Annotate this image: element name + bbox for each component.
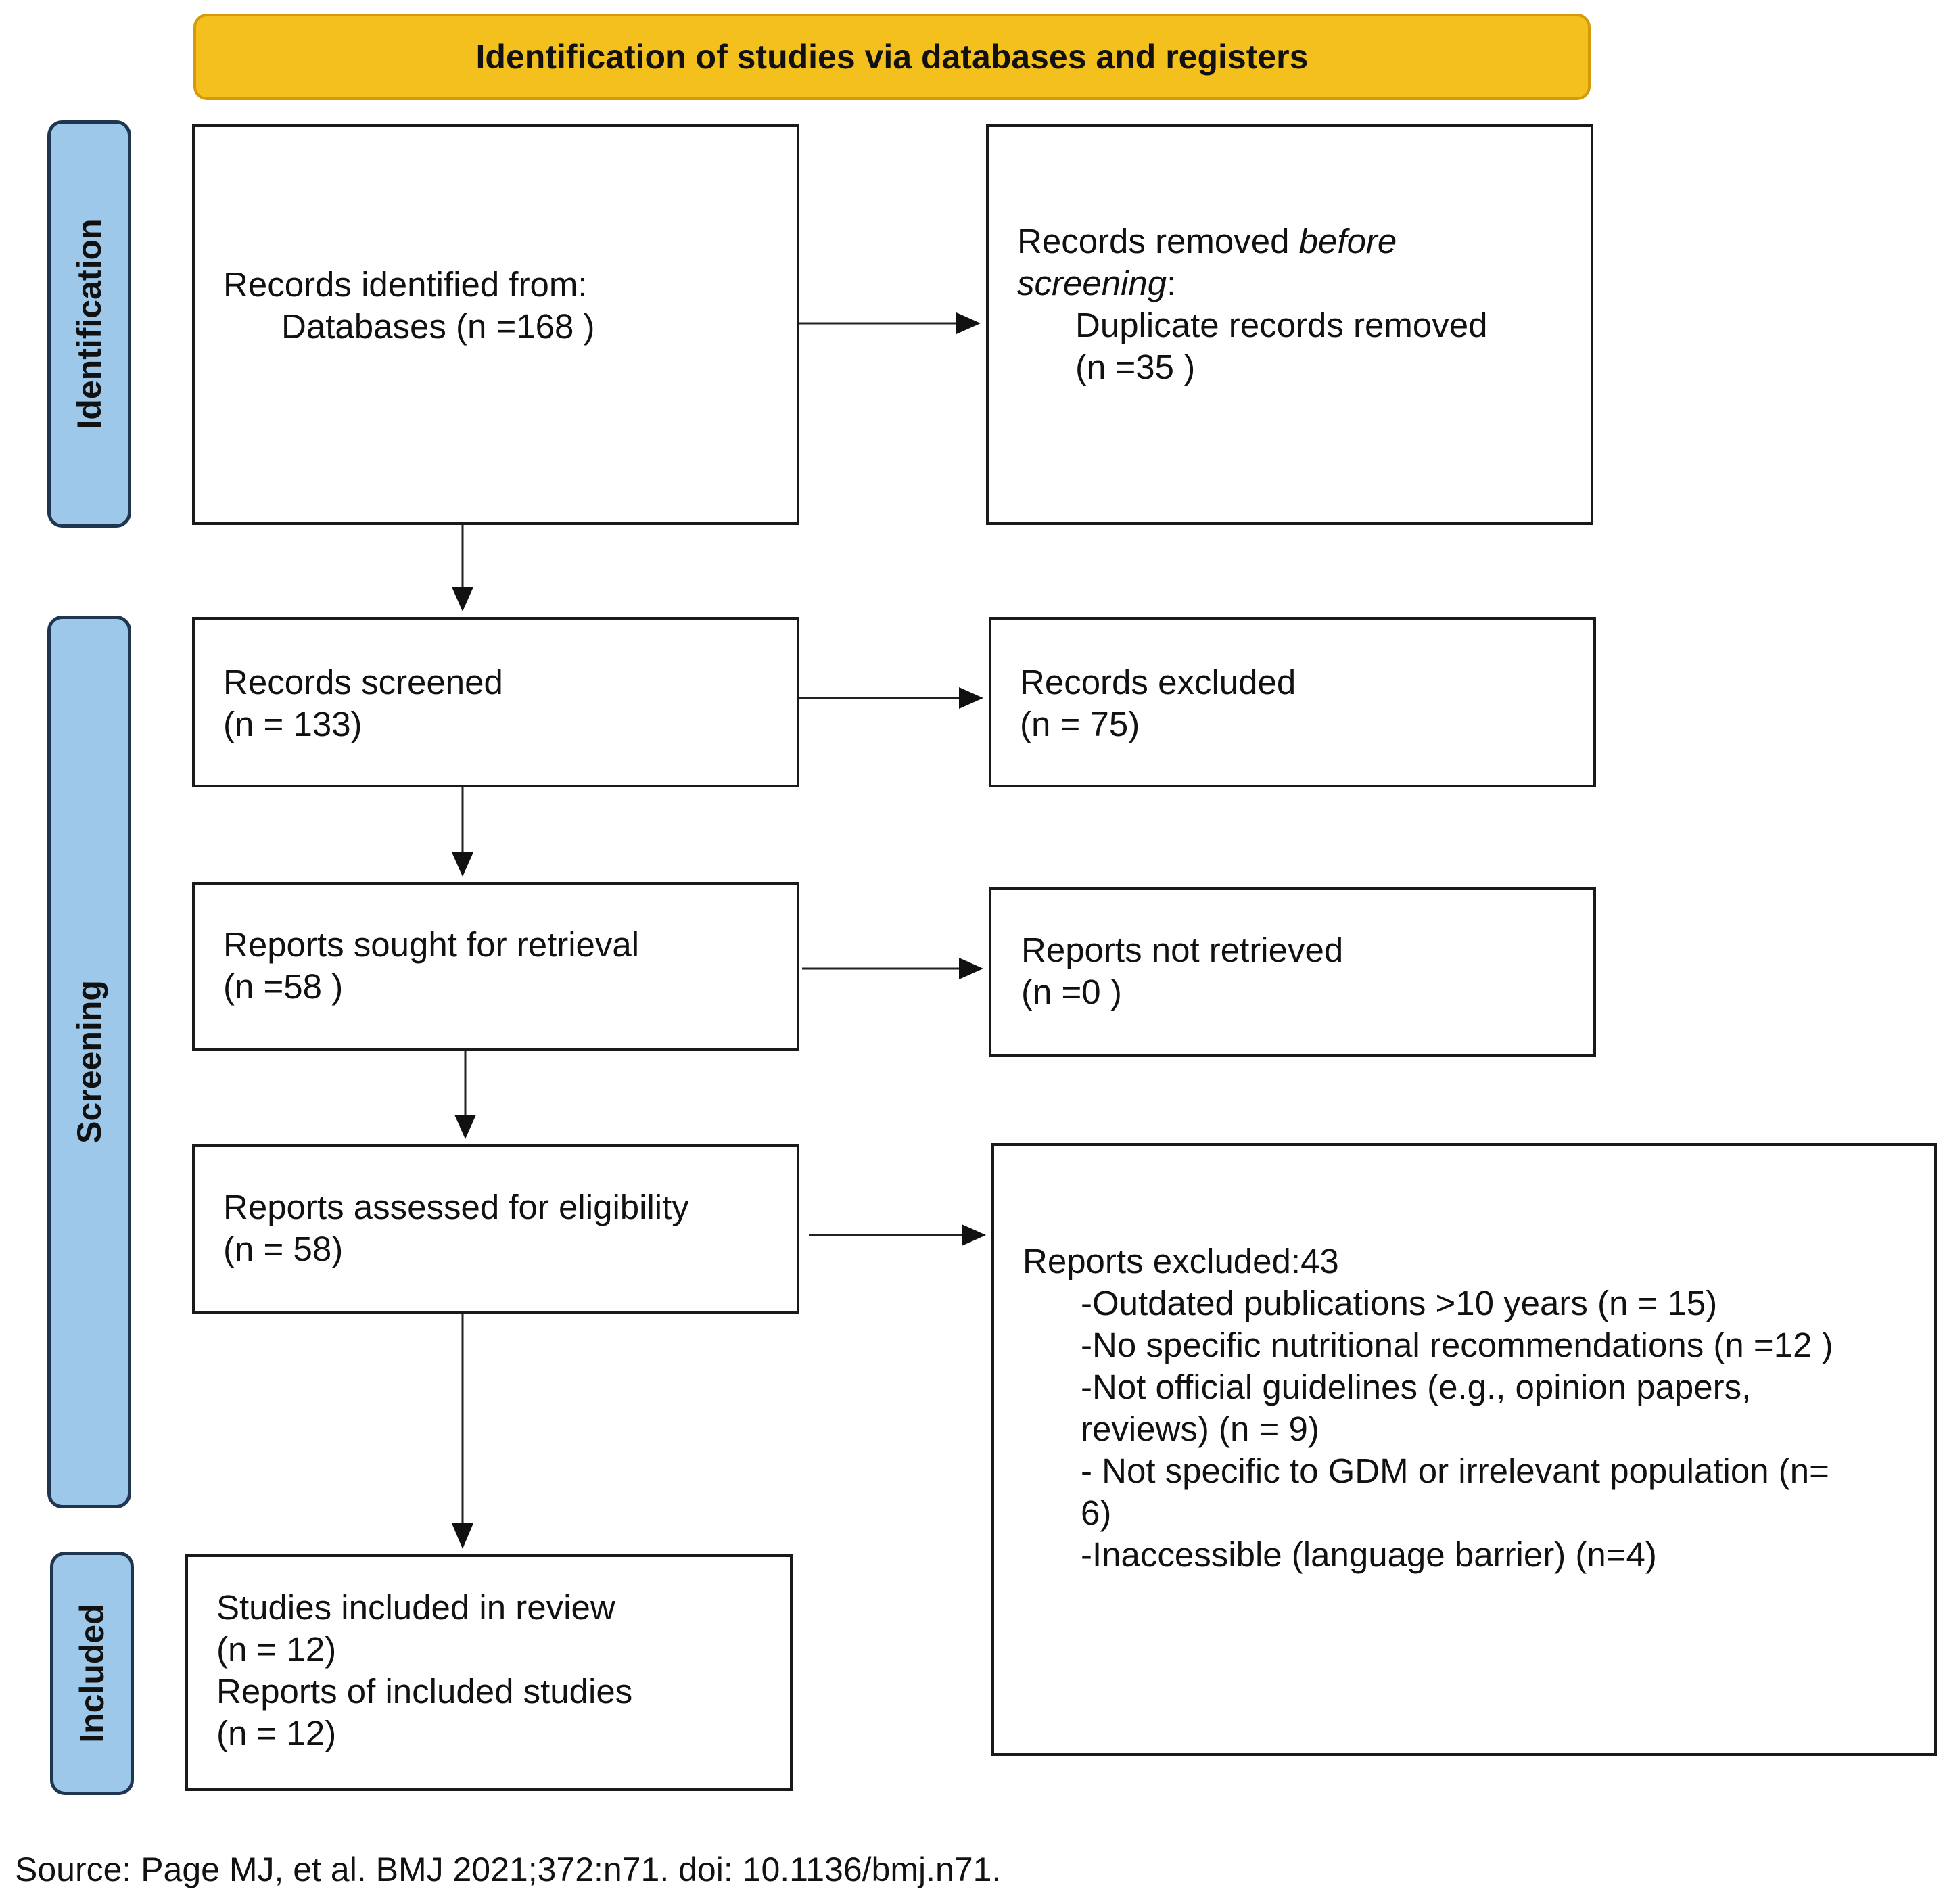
records-removed-box <box>986 124 1593 525</box>
records-excluded-label: Records excluded <box>1020 663 1296 701</box>
records-screened-label: Records screened <box>223 663 503 701</box>
reason-item: -No specific nutritional recommendations… <box>1081 1326 1833 1364</box>
records-screened-box <box>192 617 799 787</box>
reports-excluded-text: Reports excluded:43 -Outdated publicatio… <box>1023 1240 1833 1576</box>
records-identified-line2: Databases (n =168 ) <box>281 307 595 346</box>
records-identified-text: Records identified from: Databases (n =1… <box>223 264 595 348</box>
records-identified-line1: Records identified from: <box>223 265 588 304</box>
phase-identification: Identification <box>47 120 131 528</box>
studies-included-label: Studies included in review <box>216 1588 615 1627</box>
records-identified-box <box>192 124 799 525</box>
arrow-screened-to-excluded <box>799 687 983 709</box>
phase-screening: Screening <box>47 616 131 1508</box>
records-removed-line3: Duplicate records removed <box>1075 306 1488 344</box>
records-removed-prefix: Records removed <box>1017 222 1299 260</box>
reports-excluded-box <box>991 1143 1937 1756</box>
reports-included-count: (n = 12) <box>216 1714 337 1752</box>
arrow-identified-to-screened <box>452 525 473 611</box>
reports-assessed-count: (n = 58) <box>223 1230 344 1268</box>
reports-not-retrieved-box <box>989 887 1596 1057</box>
records-removed-text: Records removed before screening: Duplic… <box>1017 220 1487 388</box>
reports-assessed-box <box>192 1144 799 1314</box>
reports-sought-count: (n =58 ) <box>223 967 344 1006</box>
records-removed-line4: (n =35 ) <box>1075 348 1196 386</box>
reason-item: - Not specific to GDM or irrelevant popu… <box>1081 1452 1829 1490</box>
reports-not-retrieved-count: (n =0 ) <box>1021 973 1122 1011</box>
records-removed-line1: Records removed before <box>1017 220 1487 262</box>
reports-included-label: Reports of included studies <box>216 1672 633 1711</box>
arrow-identified-to-removed <box>799 312 981 334</box>
studies-included-text: Studies included in review (n = 12) Repo… <box>216 1587 632 1755</box>
reports-assessed-text: Reports assessed for eligibility (n = 58… <box>223 1186 689 1270</box>
reason-item: -Inaccessible (language barrier) (n=4) <box>1081 1535 1657 1574</box>
reports-assessed-label: Reports assessed for eligibility <box>223 1188 689 1226</box>
header-title: Identification of studies via databases … <box>475 38 1309 76</box>
records-screened-count: (n = 133) <box>223 705 362 743</box>
source-citation: Source: Page MJ, et al. BMJ 2021;372:n71… <box>15 1851 1002 1888</box>
phase-included: Included <box>50 1552 134 1795</box>
records-excluded-box <box>989 617 1596 787</box>
records-screened-text: Records screened (n = 133) <box>223 661 503 745</box>
reason-item: -Not official guidelines (e.g., opinion … <box>1081 1368 1752 1406</box>
reports-sought-text: Reports sought for retrieval (n =58 ) <box>223 924 639 1008</box>
records-excluded-count: (n = 75) <box>1020 705 1140 743</box>
arrow-sought-to-assessed <box>454 1051 476 1139</box>
records-removed-line2: screening: <box>1017 262 1487 304</box>
reason-item: 6) <box>1081 1493 1112 1532</box>
arrow-assessed-to-included <box>452 1314 473 1549</box>
studies-included-count: (n = 12) <box>216 1630 337 1669</box>
reason-item: reviews) (n = 9) <box>1081 1410 1319 1448</box>
reports-excluded-title: Reports excluded:43 <box>1023 1242 1339 1280</box>
reason-item: -Outdated publications >10 years (n = 15… <box>1081 1284 1718 1322</box>
records-removed-screening: screening <box>1017 264 1167 302</box>
records-removed-before: before <box>1298 222 1397 260</box>
studies-included-box <box>185 1554 793 1791</box>
reports-sought-box <box>192 882 799 1051</box>
reports-not-retrieved-label: Reports not retrieved <box>1021 931 1344 969</box>
reports-sought-label: Reports sought for retrieval <box>223 925 640 964</box>
records-excluded-text: Records excluded (n = 75) <box>1020 661 1296 745</box>
records-removed-colon: : <box>1167 264 1177 302</box>
header-banner: Identification of studies via databases … <box>193 14 1591 100</box>
reports-not-retrieved-text: Reports not retrieved (n =0 ) <box>1021 929 1343 1013</box>
arrow-screened-to-sought <box>452 787 473 877</box>
arrow-assessed-to-excluded <box>809 1224 986 1246</box>
arrow-sought-to-not-retrieved <box>802 958 983 979</box>
